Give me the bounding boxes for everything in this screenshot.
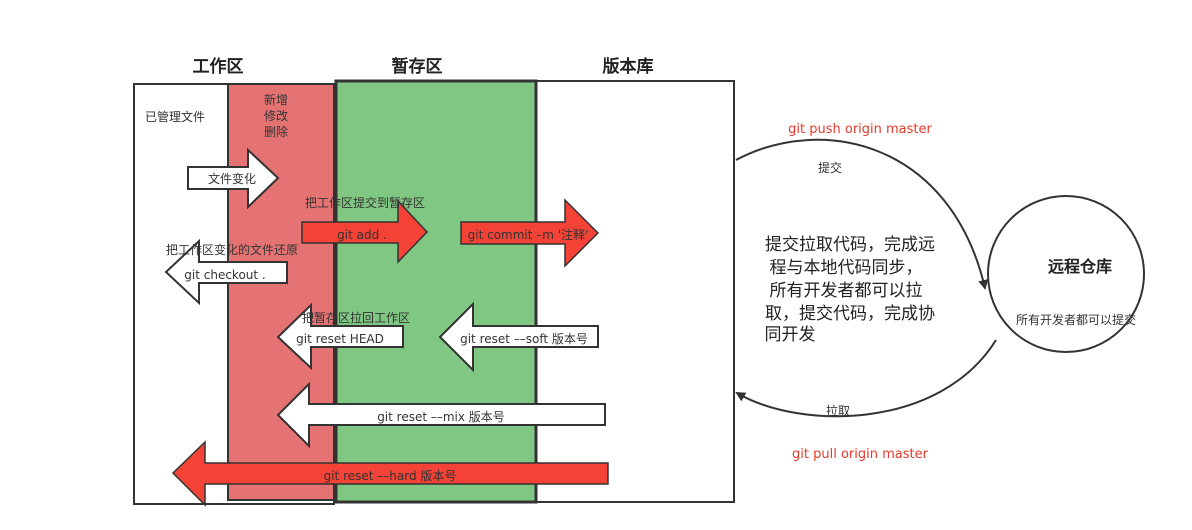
git-reset-hard-arrow	[171, 440, 609, 507]
pull-label: 拉取	[826, 403, 850, 418]
git-reset-mix-arrow	[276, 381, 606, 449]
git-commit-label: git commit –m '注释'	[468, 227, 589, 242]
sync-description-line: 所有开发者都可以拉	[770, 281, 923, 301]
sync-description-line: 提交拉取代码，完成远	[765, 235, 935, 255]
staging-area-title: 暂存区	[392, 56, 443, 77]
remote-repository-subtitle: 所有开发者都可以提交	[1016, 312, 1136, 327]
sync-description: 提交拉取代码，完成远 程与本地代码同步， 所有开发者都可以拉 取，提交代码，完成…	[765, 235, 936, 345]
managed-files-label: 已管理文件	[145, 109, 205, 124]
git-pull-command: git pull origin master	[792, 447, 929, 462]
sync-description-line: 同开发	[765, 325, 816, 345]
reset-head-description: 把暂存区拉回工作区	[302, 310, 410, 325]
git-add-label: git add .	[337, 228, 387, 242]
sync-description-line: 程与本地代码同步，	[770, 258, 923, 278]
git-reset-soft-label: git reset ––soft 版本号	[460, 332, 588, 346]
change-delete-label: 删除	[264, 124, 288, 139]
git-reset-head-label: git reset HEAD	[296, 332, 384, 346]
repository-box	[535, 80, 735, 503]
add-description: 把工作区提交到暂存区	[305, 195, 425, 210]
working-change-column	[227, 83, 335, 501]
git-push-command: git push origin master	[788, 122, 932, 137]
file-change-label: 文件变化	[208, 171, 256, 186]
git-checkout-arrow	[164, 238, 288, 306]
git-checkout-label: git checkout .	[184, 268, 265, 282]
sync-description-line: 取，提交代码，完成协	[765, 304, 935, 324]
git-reset-mix-label: git reset ––mix 版本号	[377, 410, 505, 424]
change-modify-label: 修改	[264, 108, 288, 123]
staging-area-box	[334, 79, 538, 504]
git-add-arrow	[301, 199, 429, 264]
git-reset-hard-label: git reset ––hard 版本号	[324, 469, 457, 483]
pull-flow-arrow	[735, 339, 997, 418]
remote-repository-title: 远程仓库	[1048, 257, 1112, 276]
git-reset-soft-arrow	[438, 301, 599, 373]
git-reset-head-arrow	[276, 302, 404, 371]
repository-title: 版本库	[603, 56, 654, 77]
change-add-label: 新增	[264, 92, 288, 107]
file-change-arrow	[187, 147, 280, 210]
push-label: 提交	[818, 160, 842, 175]
remote-repository-circle	[987, 195, 1145, 353]
push-flow-arrow	[735, 138, 989, 290]
checkout-description: 把工作区变化的文件还原	[166, 242, 298, 257]
git-commit-arrow	[460, 198, 600, 268]
working-area-title: 工作区	[193, 56, 244, 77]
